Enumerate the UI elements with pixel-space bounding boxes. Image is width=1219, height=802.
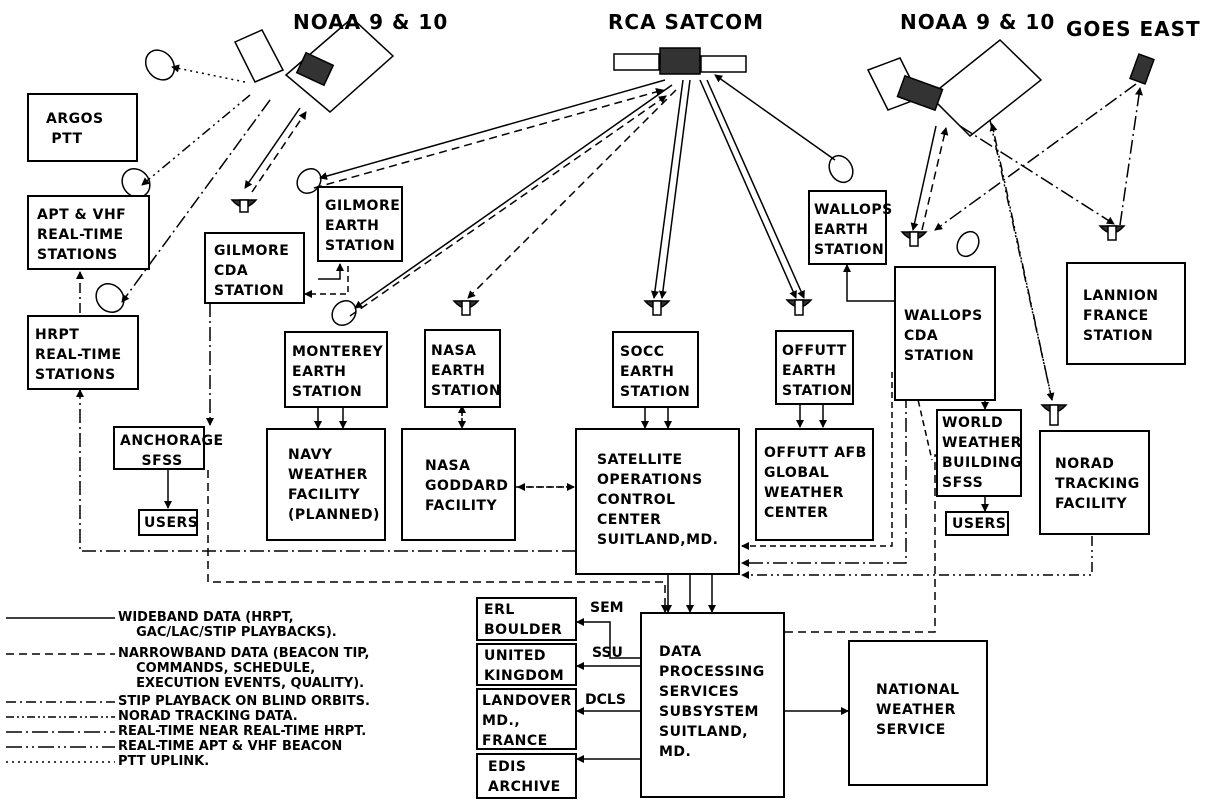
- offutt-afb-box: OFFUTT AFB GLOBAL WEATHER CENTER: [755, 428, 874, 541]
- box-label: LANDOVER MD., FRANCE: [482, 693, 572, 749]
- united-kingdom-box: UNITED KINGDOM: [476, 643, 577, 686]
- lannion-box: LANNION FRANCE STATION: [1066, 262, 1186, 365]
- gilmore-earth-box: GILMORE EARTH STATION: [317, 186, 403, 262]
- national-weather-service-box: NATIONAL WEATHER SERVICE: [848, 640, 988, 786]
- ssu-label: SSU: [592, 645, 623, 661]
- legend-ptt-uplink: PTT UPLINK.: [118, 754, 210, 769]
- box-label: ANCHORAGE SFSS: [120, 433, 224, 469]
- antenna-icon: [828, 154, 854, 184]
- box-label: OFFUTT AFB GLOBAL WEATHER CENTER: [764, 445, 867, 521]
- box-label: SOCC EARTH STATION: [620, 344, 691, 400]
- antenna-icon: [230, 199, 258, 213]
- nasa-earth-box: NASA EARTH STATION: [424, 329, 501, 408]
- goes-satellite-icon: [1129, 53, 1155, 85]
- box-label: DATA PROCESSING SERVICES SUBSYSTEM SUITL…: [659, 644, 765, 760]
- box-label: MONTEREY EARTH STATION: [292, 344, 384, 400]
- antenna-icon: [1098, 225, 1126, 241]
- navy-weather-box: NAVY WEATHER FACILITY (PLANNED): [266, 428, 386, 541]
- antenna-icon: [785, 299, 813, 316]
- legend-norad-tracking: NORAD TRACKING DATA.: [118, 709, 298, 724]
- box-label: WORLD WEATHER BUILDING SFSS: [942, 415, 1023, 491]
- wallops-cda-box: WALLOPS CDA STATION: [894, 266, 996, 401]
- antenna-icon: [900, 231, 928, 247]
- landover-box: LANDOVER MD., FRANCE: [476, 688, 577, 750]
- box-label: SATELLITE OPERATIONS CONTROL CENTER SUIT…: [597, 452, 719, 548]
- edis-archive-box: EDIS ARCHIVE: [476, 753, 577, 799]
- norad-box: NORAD TRACKING FACILITY: [1039, 430, 1150, 535]
- world-weather-box: WORLD WEATHER BUILDING SFSS: [936, 409, 1022, 497]
- box-label: WALLOPS CDA STATION: [904, 308, 983, 364]
- sem-label: SEM: [590, 600, 624, 616]
- goes-east-label: GOES EAST: [1066, 17, 1201, 41]
- box-label: OFFUTT EARTH STATION: [782, 343, 853, 399]
- dcls-label: DCLS: [585, 692, 626, 708]
- socc-box: SATELLITE OPERATIONS CONTROL CENTER SUIT…: [575, 428, 740, 575]
- noaa-left-label: NOAA 9 & 10: [293, 10, 449, 34]
- argos-ptt-box: ARGOS PTT: [27, 93, 138, 162]
- box-label: HRPT REAL-TIME STATIONS: [35, 327, 122, 383]
- antenna-icon: [95, 283, 125, 313]
- noaa-left-satellite-icon: [233, 16, 395, 113]
- rca-satellite-icon: [613, 47, 747, 75]
- box-label: EDIS ARCHIVE: [488, 759, 561, 795]
- rca-satcom-label: RCA SATCOM: [608, 10, 765, 34]
- box-label: NATIONAL WEATHER SERVICE: [876, 682, 960, 738]
- dpss-box: DATA PROCESSING SERVICES SUBSYSTEM SUITL…: [640, 612, 785, 798]
- legend-wideband: WIDEBAND DATA (HRPT, GAC/LAC/STIP PLAYBA…: [118, 610, 337, 640]
- monterey-earth-box: MONTEREY EARTH STATION: [284, 331, 388, 408]
- erl-boulder-box: ERL BOULDER: [476, 597, 577, 641]
- legend-stip-playback: STIP PLAYBACK ON BLIND ORBITS.: [118, 694, 370, 709]
- noaa-right-label: NOAA 9 & 10: [900, 10, 1056, 34]
- wallops-earth-box: WALLOPS EARTH STATION: [808, 190, 892, 265]
- apt-vhf-box: APT & VHF REAL-TIME STATIONS: [27, 195, 150, 270]
- antenna-icon: [144, 49, 176, 81]
- box-label: APT & VHF REAL-TIME STATIONS: [37, 207, 127, 263]
- noaa-right-satellite-icon: [866, 39, 1043, 138]
- box-label: NASA EARTH STATION: [431, 343, 502, 399]
- box-label: USERS: [952, 516, 1007, 532]
- antenna-icon: [956, 230, 980, 258]
- anchorage-sfss-box: ANCHORAGE SFSS: [113, 426, 223, 470]
- box-label: WALLOPS EARTH STATION: [814, 202, 893, 258]
- box-label: USERS: [144, 515, 199, 531]
- antenna-icon: [643, 300, 671, 316]
- legend-apt-vhf-beacon: REAL-TIME APT & VHF BEACON: [118, 739, 343, 754]
- socc-earth-box: SOCC EARTH STATION: [612, 331, 699, 408]
- box-label: NORAD TRACKING FACILITY: [1055, 456, 1140, 512]
- antenna-icon: [331, 300, 357, 326]
- users-right-box: USERS: [945, 511, 1009, 536]
- legend-real-time-hrpt: REAL-TIME NEAR REAL-TIME HRPT.: [118, 724, 367, 739]
- antenna-icon: [121, 168, 151, 198]
- box-label: ERL BOULDER: [484, 602, 563, 638]
- box-label: LANNION FRANCE STATION: [1083, 288, 1159, 344]
- nasa-goddard-box: NASA GODDARD FACILITY: [401, 428, 516, 541]
- gilmore-cda-box: GILMORE CDA STATION: [204, 232, 305, 304]
- box-label: GILMORE CDA STATION: [214, 243, 290, 299]
- box-label: GILMORE EARTH STATION: [325, 198, 401, 254]
- hrpt-box: HRPT REAL-TIME STATIONS: [27, 315, 139, 390]
- box-label: ARGOS PTT: [46, 111, 104, 147]
- antenna-icon: [1040, 404, 1068, 426]
- users-left-box: USERS: [138, 509, 198, 536]
- offutt-earth-box: OFFUTT EARTH STATION: [775, 330, 854, 405]
- antenna-icon: [452, 300, 480, 316]
- legend-narrowband: NARROWBAND DATA (BEACON TIP, COMMANDS, S…: [118, 646, 370, 691]
- box-label: NAVY WEATHER FACILITY (PLANNED): [288, 447, 380, 523]
- box-label: UNITED KINGDOM: [484, 648, 565, 684]
- box-label: NASA GODDARD FACILITY: [425, 458, 509, 514]
